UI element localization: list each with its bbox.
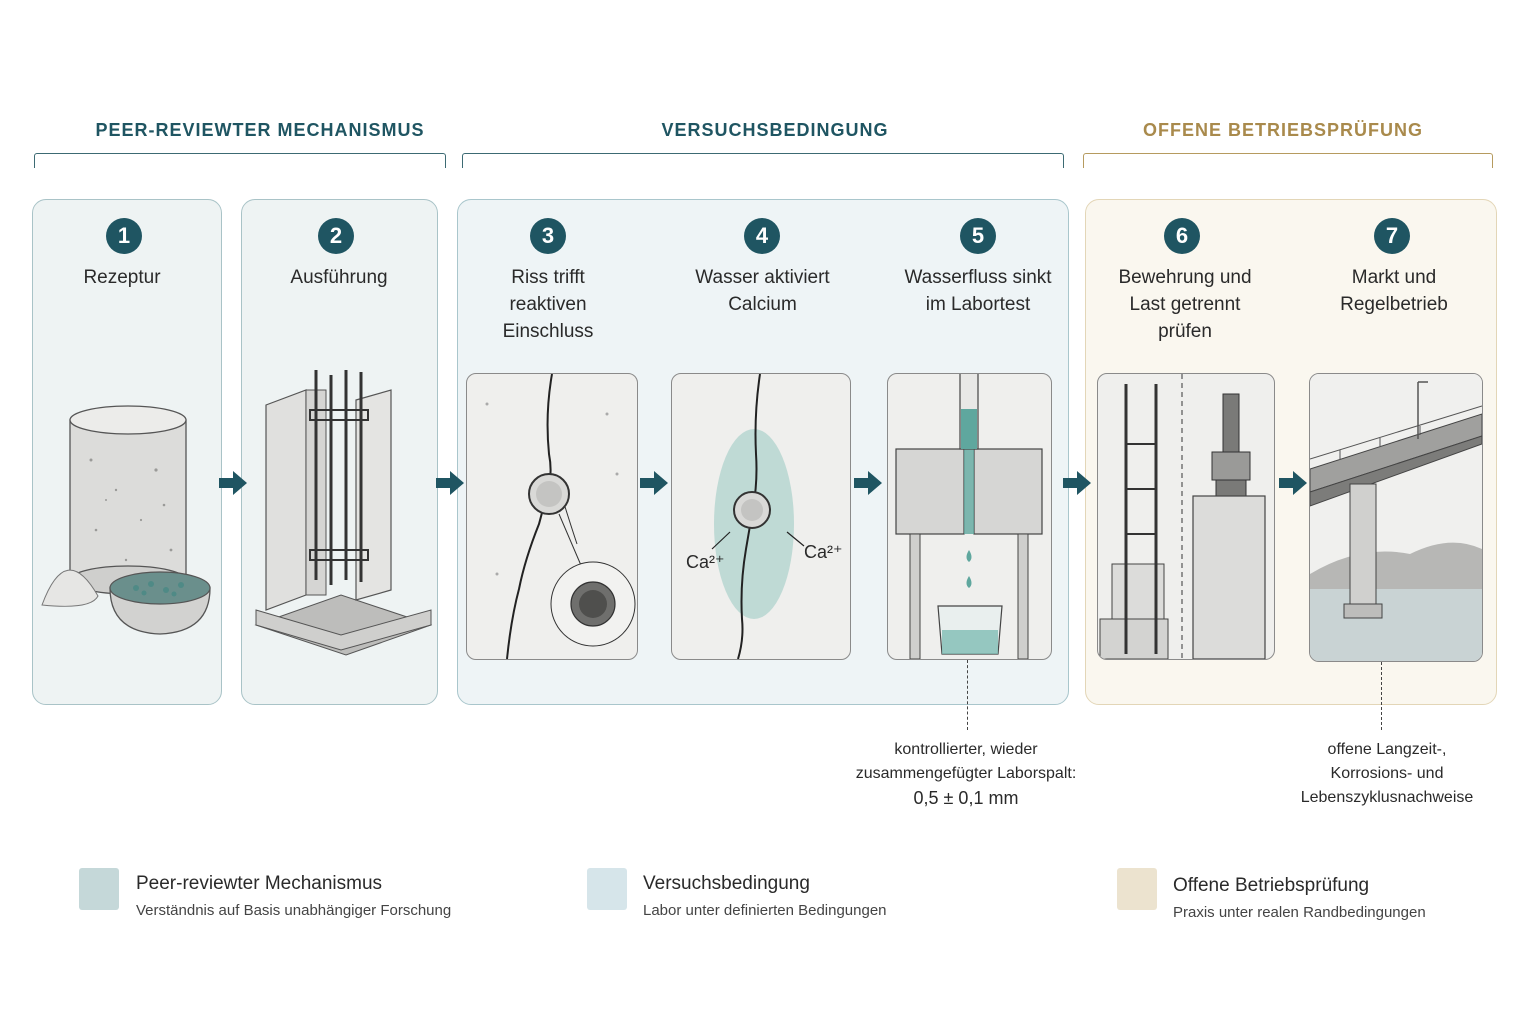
note-lab-gap: kontrollierter, wieder zusammengefügter … bbox=[840, 738, 1092, 810]
rebar-load-test-illustration bbox=[1097, 373, 1275, 660]
group-title-versuch: VERSUCHSBEDINGUNG bbox=[661, 120, 889, 140]
step-label-3: Riss trifft reaktiven Einschluss bbox=[502, 267, 594, 342]
leader-line-lab bbox=[967, 660, 968, 730]
legend-title-versuch: Versuchsbedingung bbox=[643, 873, 810, 894]
calcium-activation-illustration: Ca²⁺ Ca²⁺ bbox=[671, 373, 851, 660]
arrow-2-to-3 bbox=[436, 471, 464, 495]
step-number-4: 4 bbox=[744, 218, 780, 254]
step-number-2: 2 bbox=[318, 218, 354, 254]
legend-title-peer: Peer-reviewter Mechanismus bbox=[136, 873, 383, 894]
legend-subtitle-offen: Praxis unter realen Randbedingungen bbox=[1173, 904, 1426, 921]
step-number-7: 7 bbox=[1374, 218, 1410, 254]
arrow-6-to-7 bbox=[1279, 471, 1307, 495]
step-label-6: Bewehrung und Last getrennt prüfen bbox=[1118, 267, 1252, 342]
step-label-2: Ausführung bbox=[290, 267, 388, 288]
legend-swatch-offen bbox=[1117, 868, 1157, 910]
leader-line-open bbox=[1381, 662, 1382, 730]
legend-title-offen: Offene Betriebsprüfung bbox=[1173, 875, 1370, 896]
note-open-proof: offene Langzeit-, Korrosions- und Lebens… bbox=[1280, 738, 1494, 810]
step-label-1: Rezeptur bbox=[83, 267, 161, 288]
step-label-4: Wasser aktiviert Calcium bbox=[695, 267, 830, 315]
note-lab-line1: kontrollierter, wieder bbox=[894, 741, 1038, 758]
note-lab-line2: zusammengefügter Laborspalt: bbox=[855, 765, 1077, 782]
legend-swatch-versuch bbox=[587, 868, 627, 910]
arrow-4-to-5 bbox=[854, 471, 882, 495]
legend-swatch-peer bbox=[79, 868, 119, 910]
step-number-3: 3 bbox=[530, 218, 566, 254]
arrow-5-to-6 bbox=[1063, 471, 1091, 495]
note-open-line3: Lebenszyklusnachweise bbox=[1300, 789, 1474, 806]
legend-subtitle-versuch: Labor unter definierten Bedingungen bbox=[643, 902, 887, 919]
formwork-rebar-illustration bbox=[254, 370, 432, 656]
note-open-line1: offene Langzeit-, bbox=[1327, 741, 1447, 758]
arrow-3-to-4 bbox=[640, 471, 668, 495]
step-label-5: Wasserfluss sinkt im Labortest bbox=[904, 267, 1052, 315]
bracket-offen bbox=[1083, 153, 1493, 168]
calcium-ion-label-right: Ca²⁺ bbox=[804, 542, 843, 562]
note-lab-line3: 0,5 ± 0,1 mm bbox=[913, 788, 1019, 808]
arrow-1-to-2 bbox=[219, 471, 247, 495]
bracket-versuch bbox=[462, 153, 1064, 168]
note-open-line2: Korrosions- und bbox=[1330, 765, 1444, 782]
group-title-offen: OFFENE BETRIEBSPRÜFUNG bbox=[1142, 120, 1423, 140]
legend-subtitle-peer: Verständnis auf Basis unabhängiger Forsc… bbox=[136, 902, 452, 919]
calcium-ion-label-left: Ca²⁺ bbox=[686, 552, 725, 572]
bridge-operation-illustration bbox=[1309, 373, 1483, 662]
concrete-cylinder-illustration bbox=[41, 405, 211, 635]
step-label-7: Markt und Regelbetrieb bbox=[1340, 267, 1448, 315]
step-number-5: 5 bbox=[960, 218, 996, 254]
group-title-peer: PEER-REVIEWTER MECHANISMUS bbox=[95, 120, 425, 140]
step-number-1: 1 bbox=[106, 218, 142, 254]
lab-waterflow-test-illustration bbox=[887, 373, 1052, 660]
crack-inclusion-illustration bbox=[466, 373, 638, 660]
bracket-peer bbox=[34, 153, 446, 168]
step-number-6: 6 bbox=[1164, 218, 1200, 254]
